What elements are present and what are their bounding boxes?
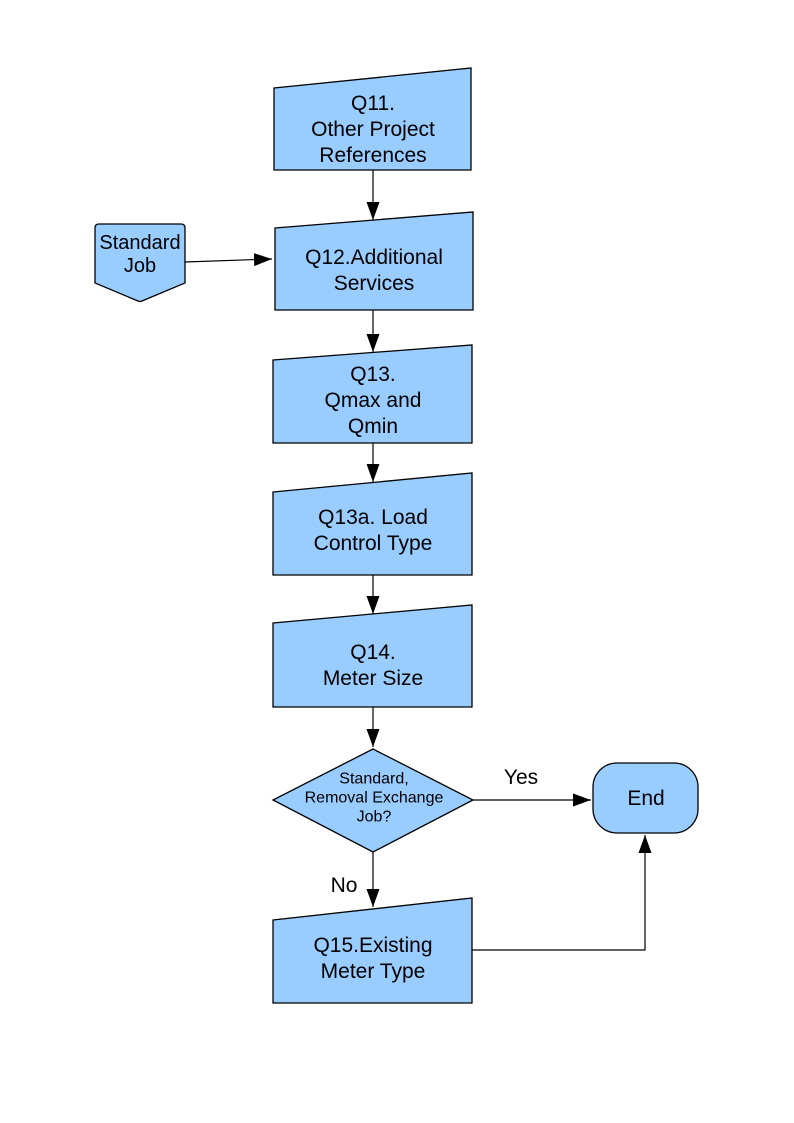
node-decision <box>271 748 475 853</box>
label-standard-job: Standard Job <box>99 232 181 277</box>
label-branch-no: No <box>330 874 358 897</box>
connector-q15-end <box>472 835 652 951</box>
node-q14 <box>272 604 473 708</box>
label-branch-yes: Yes <box>503 766 539 789</box>
label-q13a: Q13a. Load Control Type <box>313 506 433 555</box>
label-end: End <box>627 787 665 810</box>
label-decision: Standard, Removal Exchange Job? <box>304 770 444 826</box>
node-q15 <box>272 897 473 1004</box>
connector-standardjob-q12 <box>184 253 273 267</box>
label-q11: Q11. Other Project References <box>311 92 435 167</box>
node-end <box>592 762 699 834</box>
node-standard-job <box>94 223 186 303</box>
label-q13: Q13. Qmax and Qmin <box>324 363 422 438</box>
node-q12 <box>274 211 474 311</box>
label-q15: Q15.Existing Meter Type <box>313 934 433 983</box>
label-q14: Q14. Meter Size <box>322 641 424 690</box>
node-q13a <box>272 472 473 576</box>
node-q13 <box>272 344 473 444</box>
label-q12: Q12.Additional Services <box>305 246 443 295</box>
node-q11 <box>273 67 472 171</box>
